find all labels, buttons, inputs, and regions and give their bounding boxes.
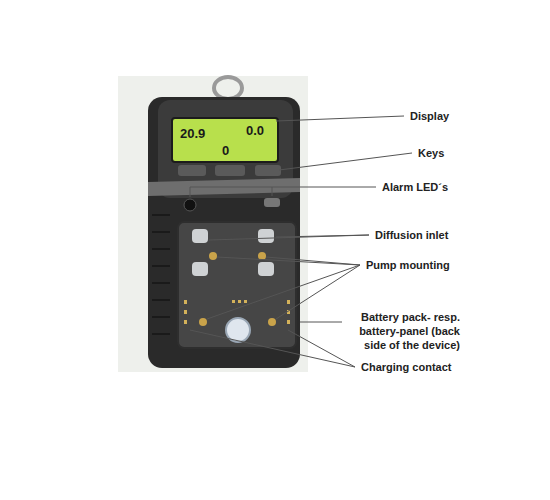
callout-label: Battery pack- resp. battery-panel (back … <box>348 310 460 352</box>
diffusion-inlet <box>258 262 274 276</box>
callout-label: Pump mounting <box>366 258 450 272</box>
grip-ridges <box>152 215 170 334</box>
mount-screws <box>199 252 276 326</box>
alarm-led <box>264 198 280 207</box>
key-button <box>215 165 245 176</box>
callout-label: Alarm LED´s <box>382 180 448 194</box>
device-body <box>148 97 300 368</box>
diffusion-inlet <box>192 229 208 243</box>
diffusion-inlet <box>192 262 208 276</box>
display-reading: 0 <box>222 144 229 158</box>
callout-label: Keys <box>418 146 444 160</box>
pump-panel <box>178 222 296 348</box>
key-button <box>178 165 206 176</box>
callout-label: Charging contact <box>361 360 451 374</box>
lcd-screen <box>172 118 278 162</box>
callout-label: Display <box>410 109 449 123</box>
display-reading: 0.0 <box>246 124 264 138</box>
key-button <box>255 165 281 176</box>
callout-label: Diffusion inlet <box>375 228 448 242</box>
alarm-led <box>184 199 196 211</box>
display-reading: 20.9 <box>180 127 205 141</box>
carry-ring <box>214 77 242 99</box>
diffusion-inlet <box>258 229 274 243</box>
